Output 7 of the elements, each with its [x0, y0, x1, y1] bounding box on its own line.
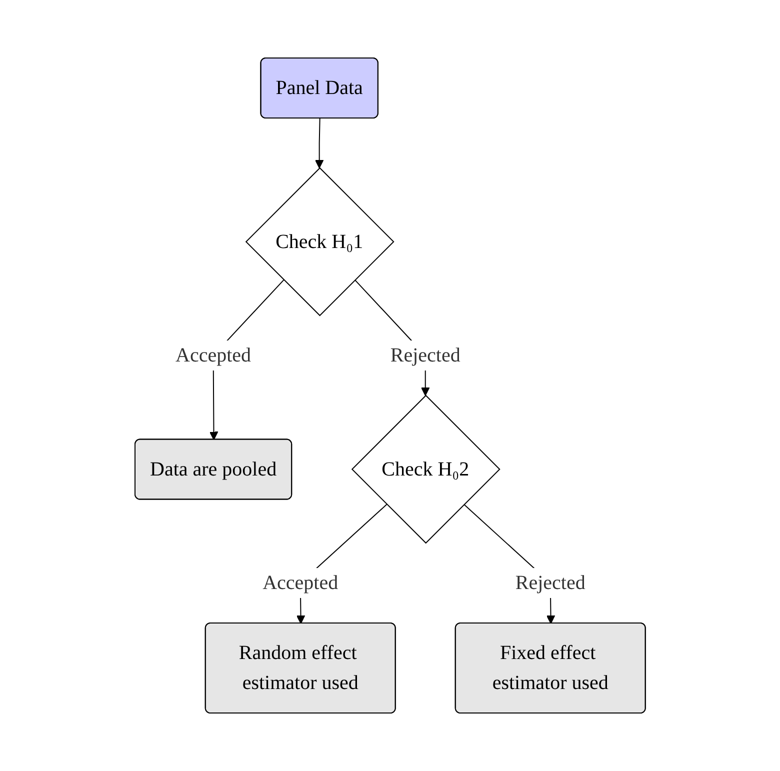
edge-label: Accepted: [175, 344, 251, 366]
edge-label: Rejected: [390, 344, 460, 366]
edge-label: Rejected: [515, 572, 586, 594]
node-diamond: Check H₀2: [351, 394, 500, 544]
node-diamond: Check H₀1: [245, 167, 394, 316]
arrow: [314, 118, 324, 168]
edge-label: Accepted: [262, 572, 338, 594]
